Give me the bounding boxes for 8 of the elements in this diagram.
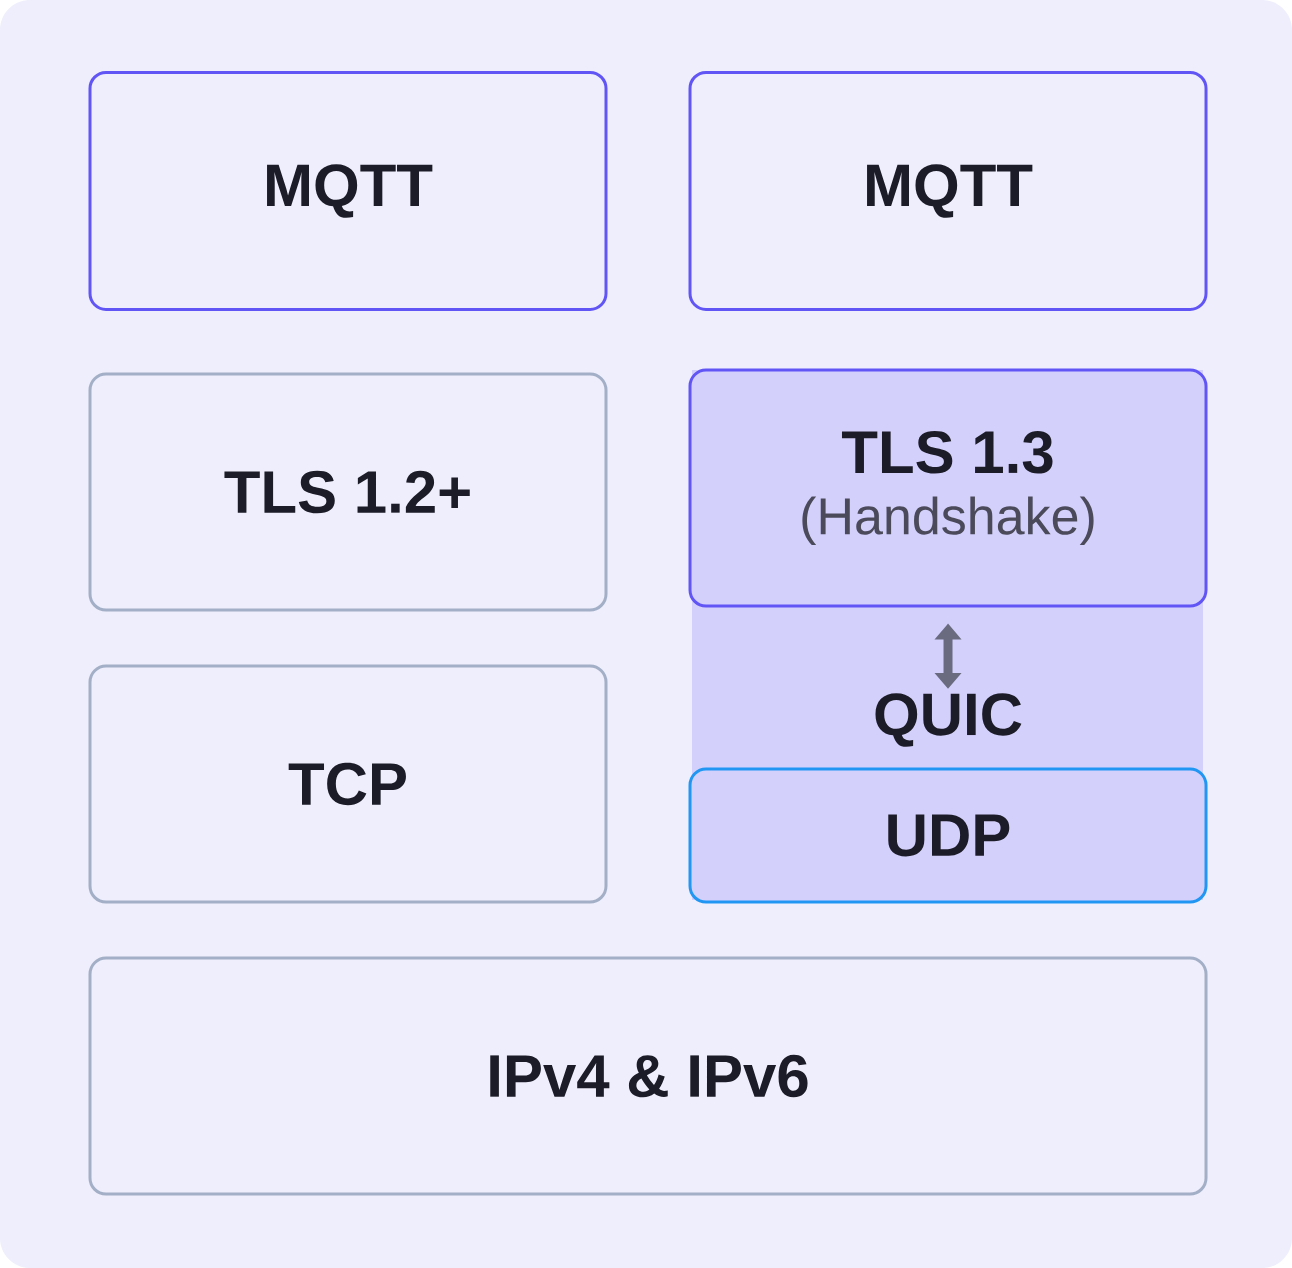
protocol-box: IPv4 & IPv6 <box>88 956 1208 1196</box>
protocol-box: TLS 1.2+ <box>88 372 608 612</box>
protocol-box: UDP <box>688 767 1208 904</box>
protocol-box: MQTT <box>688 71 1208 311</box>
protocol-box: MQTT <box>88 71 608 311</box>
band-label: QUIC <box>875 693 1022 747</box>
protocol-box: TLS 1.3 (Handshake) <box>688 368 1208 608</box>
protocol-box: TCP <box>88 664 608 904</box>
